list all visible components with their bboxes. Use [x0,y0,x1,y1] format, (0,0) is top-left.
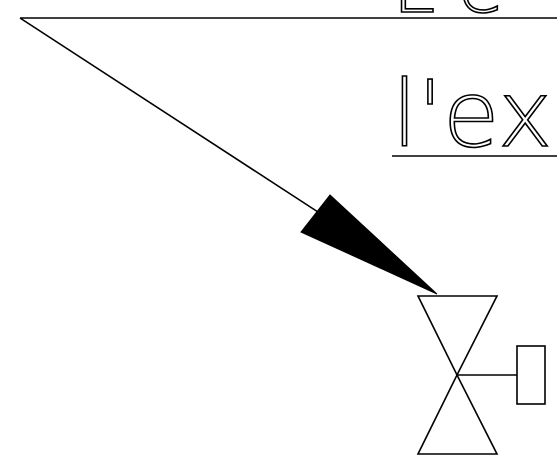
top-label-text: L'e [392,0,505,31]
leader-arrow [19,17,438,295]
valve-top-triangle [416,295,499,377]
actuator-icon [457,345,546,405]
leader-arrowhead [300,194,438,295]
leader-line [19,17,319,213]
actuator-box [516,345,546,405]
top-label: L'e [20,0,557,32]
middle-label-text: l'ex [392,61,552,168]
middle-label: l'ex [391,60,557,169]
valve-icon [416,295,499,455]
valve-bottom-triangle [416,373,499,455]
